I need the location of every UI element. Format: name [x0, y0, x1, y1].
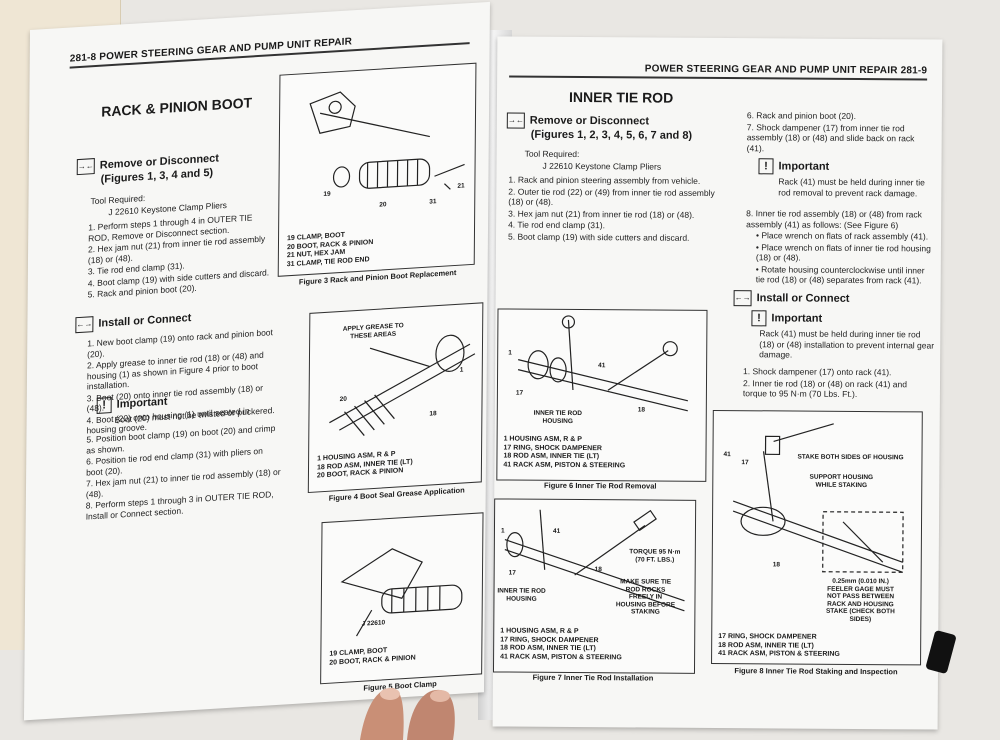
figure-7-caption: Figure 7 Inner Tie Rod Installation	[532, 672, 654, 683]
fig8-callout-17: 17	[741, 459, 749, 467]
fig7-callout-18: 18	[594, 566, 602, 574]
fig7-callout-housing: INNER TIE ROD HOUSING	[497, 587, 546, 603]
install-connect-icon: ←→	[75, 316, 94, 334]
figure-4-illustration	[329, 334, 476, 436]
fig6-callout-17: 17	[515, 389, 524, 397]
fig7-callout-check: MAKE SURE TIE ROD ROCKS FREELY IN HOUSIN…	[615, 578, 676, 616]
right-page-title: INNER TIE ROD	[568, 88, 674, 106]
figure-3-illustration	[309, 91, 465, 190]
remove-disconnect-icon: →←	[506, 112, 525, 129]
install-heading-right: ←→Install or Connect	[733, 290, 850, 307]
figure-3: 19 20 31 21 19 CLAMP, BOOT 20 BOOT, RACK…	[277, 62, 477, 277]
fig6-callout-housing: INNER TIE ROD HOUSING	[533, 409, 583, 425]
step-8: 8. Inner tie rod assembly (18) or (48) f…	[746, 208, 931, 286]
fig6-callout-18: 18	[637, 406, 646, 414]
figure-8-illustration	[732, 423, 904, 573]
left-page-title: RACK & PINION BOOT	[101, 94, 253, 120]
figure-5: J 22610 19 CLAMP, BOOT 20 BOOT, RACK & P…	[320, 512, 484, 685]
important-text-right: Rack (41) must be held during inner tie …	[778, 176, 925, 198]
fig8-legend: 17 RING, SHOCK DAMPENER 18 ROD ASM, INNE…	[718, 633, 840, 658]
install-steps-right: 1. Shock dampener (17) onto rack (41). 2…	[742, 366, 907, 399]
install-connect-icon: ←→	[733, 290, 752, 307]
important-icon: !	[751, 310, 767, 327]
figure-5-illustration	[340, 548, 463, 637]
fig3-callout-19: 19	[323, 190, 331, 199]
fig6-legend: 1 HOUSING ASM, R & P 17 RING, SHOCK DAMP…	[503, 435, 626, 469]
important-icon: !	[758, 158, 774, 175]
remove-heading-right: →←Remove or Disconnect (Figures 1, 2, 3,…	[506, 112, 727, 144]
important-note-right-2: !Important	[751, 310, 822, 327]
fig7-legend: 1 HOUSING ASM, R & P 17 RING, SHOCK DAMP…	[500, 627, 622, 661]
remove-tool-right: Tool Required: J 22610 Keystone Clamp Pl…	[524, 148, 662, 172]
left-page: 281-8 POWER STEERING GEAR AND PUMP UNIT …	[23, 1, 490, 721]
thumb-holding-page	[360, 687, 455, 740]
fig6-callout-41: 41	[598, 362, 606, 370]
figure-6: 1 17 41 18 INNER TIE ROD HOUSING 1 HOUSI…	[496, 308, 708, 482]
figure-4: APPLY GREASE TO THESE AREAS 20 18 1 1 HO…	[307, 302, 484, 494]
fig8-callout-feeler: 0.25mm (0.010 IN.) FEELER GAGE MUST NOT …	[825, 577, 895, 623]
figure-6-caption: Figure 6 Inner Tie Rod Removal	[544, 480, 657, 491]
fig8-callout-support: SUPPORT HOUSING WHILE STAKING	[809, 473, 874, 489]
remove-disconnect-icon: →←	[76, 158, 95, 176]
fig5-legend: 19 CLAMP, BOOT 20 BOOT, RACK & PINION	[329, 647, 416, 667]
fig3-callout-20: 20	[379, 201, 387, 209]
figure-7-illustration	[504, 509, 685, 612]
important-text-right-2: Rack (41) must be held during inner tie …	[759, 328, 935, 360]
fig4-callout-1: 1	[459, 366, 464, 374]
right-page: POWER STEERING GEAR AND PUMP UNIT REPAIR…	[492, 36, 943, 730]
remove-steps-right: 1. Rack and pinion steering assembly fro…	[507, 174, 715, 243]
fig7-callout-torque: TORQUE 95 N·m (70 FT. LBS.)	[629, 548, 681, 564]
figure-8: STAKE BOTH SIDES OF HOUSING SUPPORT HOUS…	[711, 409, 923, 666]
fig8-callout-stake: STAKE BOTH SIDES OF HOUSING	[797, 453, 904, 462]
important-note-right: !Important	[758, 158, 829, 175]
fig7-callout-41: 41	[552, 527, 561, 535]
fig8-callout-18: 18	[772, 561, 780, 569]
remove-steps: 1. Perform steps 1 through 4 in OUTER TI…	[87, 212, 270, 300]
fig6-callout-1: 1	[508, 349, 512, 357]
fig3-legend: 19 CLAMP, BOOT 20 BOOT, RACK & PINION 21…	[286, 231, 374, 268]
fig7-callout-17: 17	[508, 569, 516, 577]
fig8-callout-41: 41	[723, 451, 731, 459]
fig4-legend: 1 HOUSING ASM, R & P 18 ROD ASM, INNER T…	[316, 450, 413, 480]
important-icon: !	[96, 397, 112, 414]
install-heading: ←→Install or Connect	[75, 310, 191, 334]
fig4-callout-18: 18	[429, 410, 437, 418]
fig7-callout-1: 1	[500, 527, 505, 535]
fig3-callout-21: 21	[457, 182, 465, 190]
remove-heading: →←Remove or Disconnect (Figures 1, 3, 4 …	[76, 152, 220, 186]
fig5-tool-label: J 22610	[361, 619, 386, 628]
fig4-callout-20: 20	[339, 395, 347, 404]
figure-6-illustration	[517, 315, 689, 412]
figure-7: TORQUE 95 N·m (70 FT. LBS.) INNER TIE RO…	[492, 498, 697, 674]
right-page-header: POWER STEERING GEAR AND PUMP UNIT REPAIR…	[509, 62, 928, 81]
fig3-callout-31: 31	[429, 198, 437, 206]
figure-8-caption: Figure 8 Inner Tie Rod Staking and Inspe…	[734, 666, 898, 677]
install-steps-2: 5. Position boot clamp (19) on boot (20)…	[85, 422, 281, 522]
right-col-steps: 6. Rack and pinion boot (20). 7. Shock d…	[746, 110, 915, 153]
left-page-header: 281-8 POWER STEERING GEAR AND PUMP UNIT …	[69, 29, 470, 69]
